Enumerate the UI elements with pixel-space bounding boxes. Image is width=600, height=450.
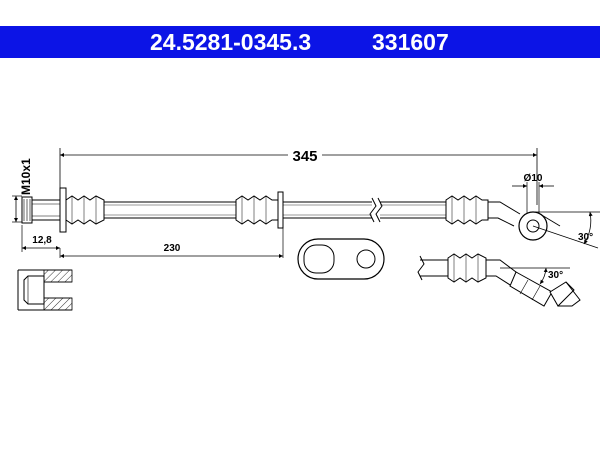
partial-length-label: 230 [164,243,181,254]
dimension-thread: M10x1 [12,158,33,223]
section-view [17,269,73,311]
banjo-plate-view [297,238,385,280]
dimension-angle-top: 30° [532,211,600,249]
thread-label: M10x1 [19,158,33,195]
dimension-eye-diameter: Ø10 [512,173,554,214]
dimension-angle-bottom: 30° [539,267,563,285]
bent-fitting-view [417,253,581,307]
title-bar: 24.5281-0345.3 331607 [0,26,600,58]
eye-diameter-label: Ø10 [524,173,543,184]
dimension-partial-length: 230 [59,222,284,258]
dimension-fitting-length: 12,8 [21,225,60,252]
dimension-total-length: 345 [59,148,538,205]
reference-number: 331607 [372,29,449,55]
part-number: 24.5281-0345.3 [150,29,312,55]
fitting-length-label: 12,8 [32,235,52,246]
angle-bottom-label: 30° [548,270,563,281]
angle-top-label: 30° [578,232,593,243]
brake-hose [21,187,561,241]
total-length-label: 345 [292,148,317,165]
